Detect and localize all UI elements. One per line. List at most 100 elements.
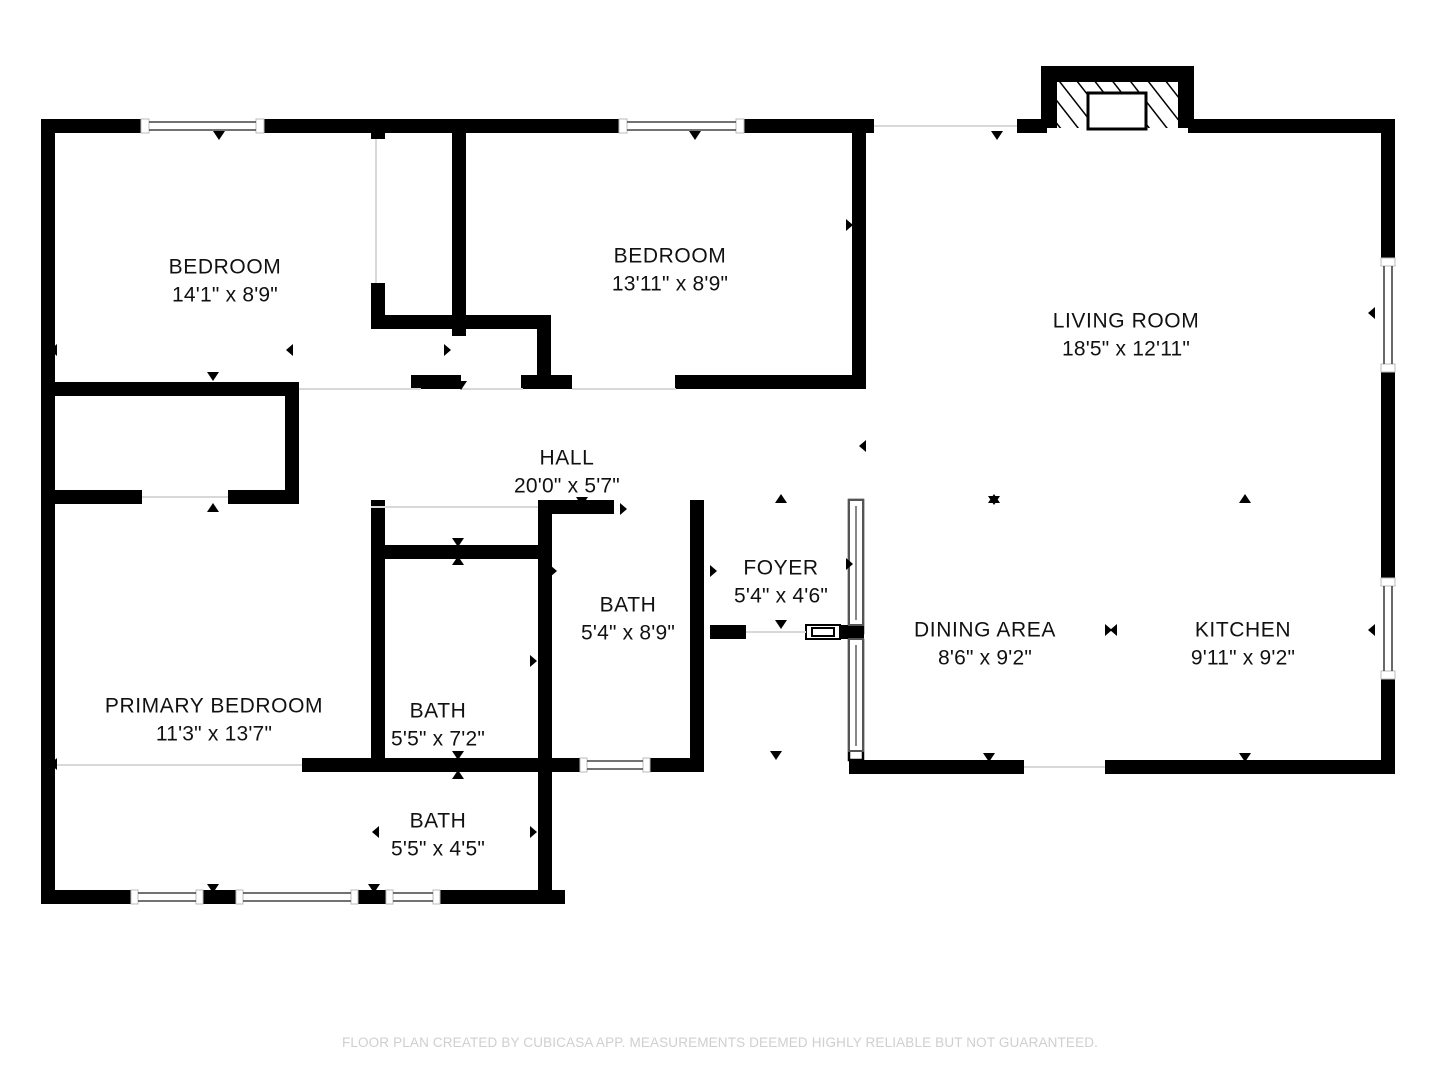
wall-bedroom-bottom-stub bbox=[411, 375, 461, 389]
window-bath-bottom-right bbox=[385, 889, 441, 905]
wall-right-c bbox=[1381, 679, 1395, 774]
marker-right-bathhall-right-out bbox=[710, 565, 717, 577]
wall-closet-bottom-a bbox=[41, 490, 142, 504]
wall-hall-top-right bbox=[538, 500, 614, 514]
wall-top-left-c bbox=[744, 119, 874, 133]
wall-bottom-kitchen-opening bbox=[1024, 766, 1105, 768]
marker-down-kitchen-bottom-right bbox=[1239, 753, 1251, 762]
marker-left-right-wall-upper bbox=[1368, 307, 1375, 319]
marker-down-bathhall-top bbox=[576, 497, 588, 506]
marker-right-bathprimary bbox=[530, 655, 537, 667]
marker-down-living-left bbox=[988, 496, 1000, 505]
walls-group bbox=[41, 66, 1396, 905]
marker-left-bathprimary bbox=[372, 655, 379, 667]
wall-bottom-d bbox=[440, 890, 565, 904]
thin-line-closet bbox=[142, 496, 228, 498]
wall-top-left-a bbox=[41, 119, 141, 133]
wall-foyer-left-stub bbox=[710, 625, 746, 639]
wall-left-primary bbox=[41, 498, 55, 904]
wall-right-a bbox=[1381, 119, 1395, 258]
wall-bathlower-right-vert bbox=[538, 772, 552, 892]
thin-line-bath-left bbox=[55, 764, 302, 766]
window-foyer-entry bbox=[848, 499, 864, 626]
wall-bottom-a bbox=[41, 890, 131, 904]
fireplace-hearth-left bbox=[1017, 119, 1047, 133]
wall-bath-mid-vert bbox=[538, 500, 552, 772]
wall-bathhall-bottom-a bbox=[552, 758, 580, 772]
thin-line-foyer bbox=[746, 631, 806, 633]
window-kitchen-right-lower bbox=[1380, 577, 1396, 680]
wall-bottom-kitchen-right bbox=[1105, 760, 1395, 774]
foyer-door-leaf bbox=[811, 627, 835, 637]
window-bath-hall-bottom bbox=[579, 757, 651, 773]
marker-up-bath-bottom bbox=[452, 770, 464, 779]
marker-down-bath-window-bottom bbox=[368, 884, 380, 893]
direction-markers bbox=[50, 131, 1375, 893]
wall-bottom-kitchen-left bbox=[849, 760, 1024, 774]
window-living-right-upper bbox=[1380, 257, 1396, 373]
thin-line-bedroom-bottom-b bbox=[461, 388, 523, 390]
marker-down-bedroom-middle-top bbox=[689, 131, 701, 140]
marker-up-bath-top bbox=[452, 556, 464, 565]
wall-middlebedroom-right bbox=[852, 126, 866, 389]
marker-right-hall-corner bbox=[620, 503, 627, 515]
wall-bedroom-divider-opening bbox=[375, 139, 377, 283]
window-primary-bottom-left bbox=[130, 889, 204, 905]
marker-right-bath-lower bbox=[530, 826, 537, 838]
wall-closet-top bbox=[41, 382, 299, 396]
window-foyer-lower bbox=[848, 638, 864, 752]
marker-right-dining-divider bbox=[1105, 624, 1112, 636]
marker-left-closet-right bbox=[286, 344, 293, 356]
marker-left-bedroom-middle-right bbox=[846, 219, 853, 231]
window-bedroom-middle-top bbox=[618, 118, 745, 134]
marker-down-bedroom-bottom bbox=[207, 372, 219, 381]
marker-left-wall-bedroom bbox=[50, 344, 57, 356]
wall-top-thin-opening bbox=[874, 125, 1020, 127]
wall-bath-left-vert bbox=[371, 500, 385, 772]
marker-left-dining-divider bbox=[1110, 624, 1117, 636]
wall-bottom-c bbox=[358, 890, 386, 904]
wall-top-right bbox=[1206, 119, 1395, 133]
marker-up-hall-entry bbox=[775, 494, 787, 503]
wall-bathhall-right bbox=[690, 500, 704, 772]
marker-left-bathhall-right bbox=[691, 565, 698, 577]
wall-middlebedroom-bottom-a bbox=[371, 315, 551, 329]
marker-down-bath-bottom bbox=[452, 751, 464, 760]
marker-down-foyer-bottom bbox=[775, 620, 787, 629]
wall-bathhall-bottom-b bbox=[650, 758, 704, 772]
marker-up-living-center bbox=[1239, 494, 1251, 503]
wall-right-b bbox=[1381, 372, 1395, 578]
wall-bath-top bbox=[371, 545, 538, 559]
wall-left-closet bbox=[41, 386, 55, 498]
marker-left-right-wall-lower bbox=[1368, 624, 1375, 636]
marker-down-kitchen-bottom-left bbox=[983, 753, 995, 762]
fireplace-wall-left bbox=[1041, 66, 1057, 128]
thin-line-hall-top bbox=[371, 506, 538, 508]
wall-middlebedroom-left bbox=[452, 126, 466, 336]
thin-line-bedroom-bottom bbox=[299, 388, 421, 390]
wall-bath-bottom-b bbox=[302, 758, 551, 772]
marker-down-chimney-entry bbox=[991, 131, 1003, 140]
marker-down-bedroom-left-top bbox=[213, 131, 225, 140]
marker-left-primary-wall bbox=[50, 758, 57, 770]
marker-right-bedroom-divider-lower bbox=[444, 344, 451, 356]
thin-line-hall-right bbox=[572, 388, 676, 390]
marker-right-bedroom-divider bbox=[459, 219, 466, 231]
wall-left-bedroom bbox=[41, 119, 55, 394]
marker-left-foyer-right bbox=[846, 558, 853, 570]
fireplace-wall-right bbox=[1178, 66, 1194, 128]
marker-down-bath-top bbox=[452, 538, 464, 547]
fireplace-firebox bbox=[1086, 91, 1148, 131]
marker-right-hall-top bbox=[859, 440, 866, 452]
marker-up-closet-bottom bbox=[207, 503, 219, 512]
wall-vert-hall-a bbox=[537, 315, 551, 389]
wall-bedroom-divider bbox=[371, 119, 385, 139]
marker-right-bath-mid bbox=[550, 565, 557, 577]
wall-middlebedroom-bottom bbox=[675, 375, 866, 389]
wall-closet-right bbox=[285, 382, 299, 498]
marker-up-hall-divider bbox=[455, 381, 467, 390]
footer-disclaimer: FLOOR PLAN CREATED BY CUBICASA APP. MEAS… bbox=[341, 1035, 1099, 1050]
wall-foyer-door-jamb bbox=[838, 625, 864, 639]
